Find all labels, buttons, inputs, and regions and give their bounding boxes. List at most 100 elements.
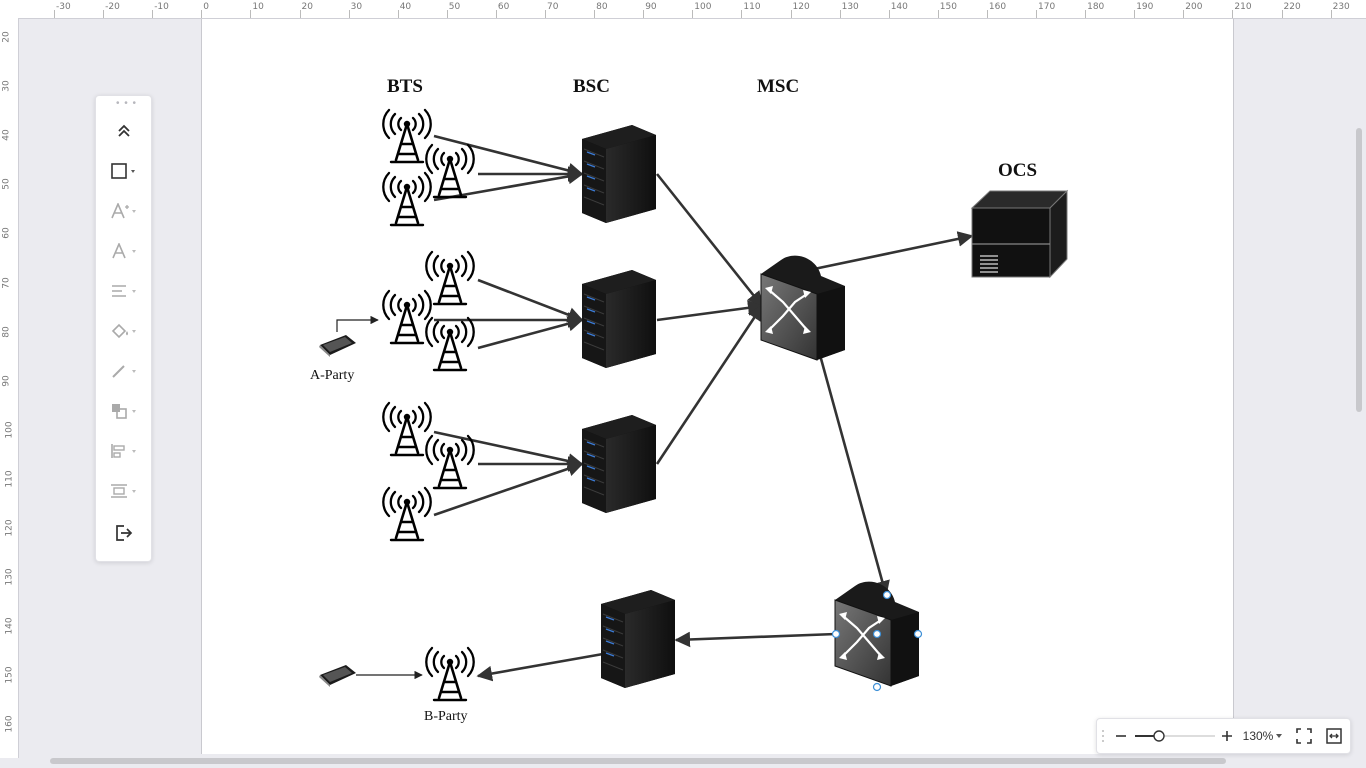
edge-bsc4-bts10[interactable] [476, 652, 604, 682]
edge-bts1-bsc1[interactable] [433, 134, 584, 179]
ruler-tick [201, 10, 203, 18]
resize-handle[interactable] [872, 682, 882, 692]
zoom-in-button[interactable] [1217, 719, 1237, 753]
selection-handles[interactable] [831, 590, 923, 692]
bts-tower-icon[interactable] [381, 171, 433, 227]
ruler-tick-label: 230 [1332, 2, 1350, 12]
ruler-tick [692, 10, 694, 18]
zoom-bar-grip[interactable] [1099, 719, 1107, 753]
bts-towers[interactable] [381, 108, 476, 702]
ruler-tick-label: 90 [645, 2, 657, 12]
ruler-tick [299, 10, 301, 18]
b-party-label[interactable]: B-Party [424, 709, 468, 724]
bts-tower-icon[interactable] [424, 250, 476, 306]
a-party-label[interactable]: A-Party [310, 368, 355, 383]
distribute-button[interactable] [96, 474, 151, 508]
zoom-out-button[interactable] [1111, 719, 1131, 753]
ruler-tick-label: 160 [988, 2, 1007, 12]
edge-bts3-bsc1[interactable] [433, 168, 584, 202]
shape-button[interactable] [96, 154, 151, 188]
edge-bsc2-msc[interactable] [656, 300, 764, 322]
horizontal-scrollbar[interactable] [50, 758, 1226, 764]
msc-switch-icon[interactable] [759, 254, 847, 362]
ruler-tick-label: 150 [939, 2, 957, 12]
fill-button[interactable] [96, 314, 151, 348]
bts-tower-icon[interactable] [381, 401, 433, 457]
ruler-tick-label: 120 [792, 2, 810, 12]
ruler-tick [1134, 10, 1136, 18]
exit-icon [115, 525, 132, 541]
a-party-phone-icon[interactable] [319, 335, 356, 357]
bts-tower-icon[interactable] [424, 316, 476, 372]
edge-bsc3-msc[interactable] [655, 304, 764, 465]
ruler-tick [1330, 10, 1332, 18]
collapse-button[interactable] [96, 114, 151, 148]
ruler-tick [594, 10, 596, 18]
diagram-page[interactable] [201, 19, 1234, 754]
bts-tower-icon[interactable] [424, 143, 476, 199]
ruler-tick [790, 10, 792, 18]
text-align-button[interactable] [96, 274, 151, 308]
edge-msc2-bsc4[interactable] [674, 631, 837, 648]
minus-icon [1116, 735, 1126, 737]
bsc-server-icon[interactable] [581, 414, 657, 514]
text-style-button[interactable] [96, 194, 151, 228]
bsc-server-icon[interactable] [581, 269, 657, 369]
align-objects-icon [110, 444, 136, 458]
bts-tower-icon[interactable] [424, 646, 476, 702]
edge-bts9-bsc3[interactable] [433, 461, 584, 517]
msc-header[interactable]: MSC [757, 76, 800, 97]
fill-icon [111, 323, 136, 339]
b-party-phone-icon[interactable] [319, 665, 356, 687]
font-color-button[interactable] [96, 234, 151, 268]
line-style-button[interactable] [96, 354, 151, 388]
bsc-servers[interactable] [581, 124, 676, 689]
bts-tower-icon[interactable] [381, 486, 433, 542]
toolbar-grip[interactable]: • • • [116, 98, 138, 109]
edge-bsc1-msc[interactable] [655, 173, 764, 308]
ruler-tick-label: 180 [1087, 2, 1105, 12]
resize-handle[interactable] [831, 629, 841, 639]
ruler-tick [1036, 10, 1037, 18]
ruler-tick [1085, 10, 1087, 18]
ocs-device-icon[interactable] [970, 189, 1069, 279]
fit-width-button[interactable] [1323, 719, 1345, 753]
ruler-tick-label: 20 [301, 2, 313, 12]
zoom-slider-thumb[interactable] [1153, 730, 1165, 742]
bts-tower-icon[interactable] [381, 108, 433, 164]
edge-bts6-bsc2[interactable] [477, 316, 584, 350]
align-objects-button[interactable] [96, 434, 151, 468]
bts-tower-icon[interactable] [424, 434, 476, 490]
zoom-level-value: 130% [1242, 729, 1274, 743]
edge-aparty-bts[interactable] [336, 315, 379, 332]
chevron-down-icon [1276, 734, 1283, 738]
resize-handle[interactable] [872, 629, 882, 639]
fit-page-button[interactable] [1293, 719, 1315, 753]
zoom-slider[interactable] [1133, 719, 1217, 753]
ruler-tick-label: -10 [154, 2, 169, 12]
connection-arrows[interactable] [433, 134, 974, 682]
resize-handle[interactable] [913, 629, 923, 639]
bts-tower-icon[interactable] [381, 289, 433, 345]
edge-bts7-bsc3[interactable] [433, 430, 584, 469]
bsc-server-icon[interactable] [581, 124, 657, 224]
edge-bts4-bsc2[interactable] [477, 278, 584, 323]
exit-button[interactable] [96, 516, 151, 550]
ruler-tick [643, 10, 645, 18]
bsc-header[interactable]: BSC [573, 76, 610, 97]
bsc-server-icon[interactable] [600, 589, 676, 689]
resize-handle[interactable] [882, 590, 892, 600]
vertical-scrollbar[interactable] [1356, 128, 1362, 412]
ruler-tick-label: 170 [1038, 2, 1056, 12]
arrange-button[interactable] [96, 394, 151, 428]
edge-msc-ocs[interactable] [813, 231, 974, 271]
ocs-header[interactable]: OCS [998, 160, 1038, 181]
ruler-tick [888, 10, 890, 18]
ruler-tick-label: 130 [841, 2, 859, 12]
bts-header[interactable]: BTS [387, 76, 423, 97]
shape-icon [110, 163, 135, 179]
zoom-level-dropdown[interactable]: 130% [1241, 719, 1285, 753]
edge-msc-msc2[interactable] [818, 354, 890, 597]
